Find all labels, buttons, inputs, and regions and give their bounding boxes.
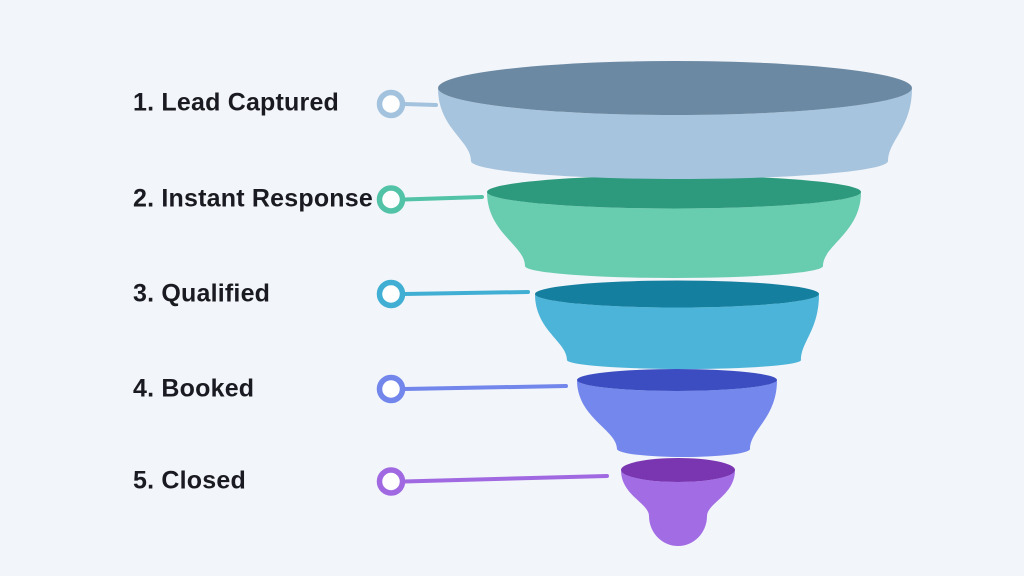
funnel-stage-top-1	[438, 61, 912, 115]
funnel-stage-body-2	[487, 192, 861, 278]
funnel-stage-body-4	[577, 380, 777, 457]
stage-label-instant-response: 2. Instant Response	[133, 184, 373, 213]
connector-ring-icon-1	[376, 89, 406, 119]
funnel-stage-top-2	[487, 175, 861, 209]
stage-label-closed: 5. Closed	[133, 466, 246, 495]
stage-label-qualified: 3. Qualified	[133, 279, 271, 308]
connector-line-5	[402, 474, 609, 484]
funnel-stage-top-4	[577, 369, 777, 391]
stage-label-booked: 4. Booked	[133, 374, 255, 403]
connector-line-4	[402, 384, 568, 391]
connector-ring-icon-3	[376, 279, 406, 309]
funnel-stage-body-5	[621, 470, 735, 546]
funnel-stage-body-1	[438, 88, 912, 179]
funnel-stage-top-5	[621, 458, 735, 482]
connector-line-1	[402, 102, 438, 107]
connector-ring-icon-2	[376, 185, 406, 214]
funnel-stage-body-3	[535, 294, 819, 369]
connector-ring-icon-5	[376, 467, 406, 496]
connector-line-3	[402, 290, 530, 296]
connector-ring-icon-4	[376, 374, 406, 404]
funnel-stage-top-3	[535, 280, 819, 308]
connector-line-2	[402, 195, 484, 202]
stage-label-lead-captured: 1. Lead Captured	[133, 88, 340, 117]
